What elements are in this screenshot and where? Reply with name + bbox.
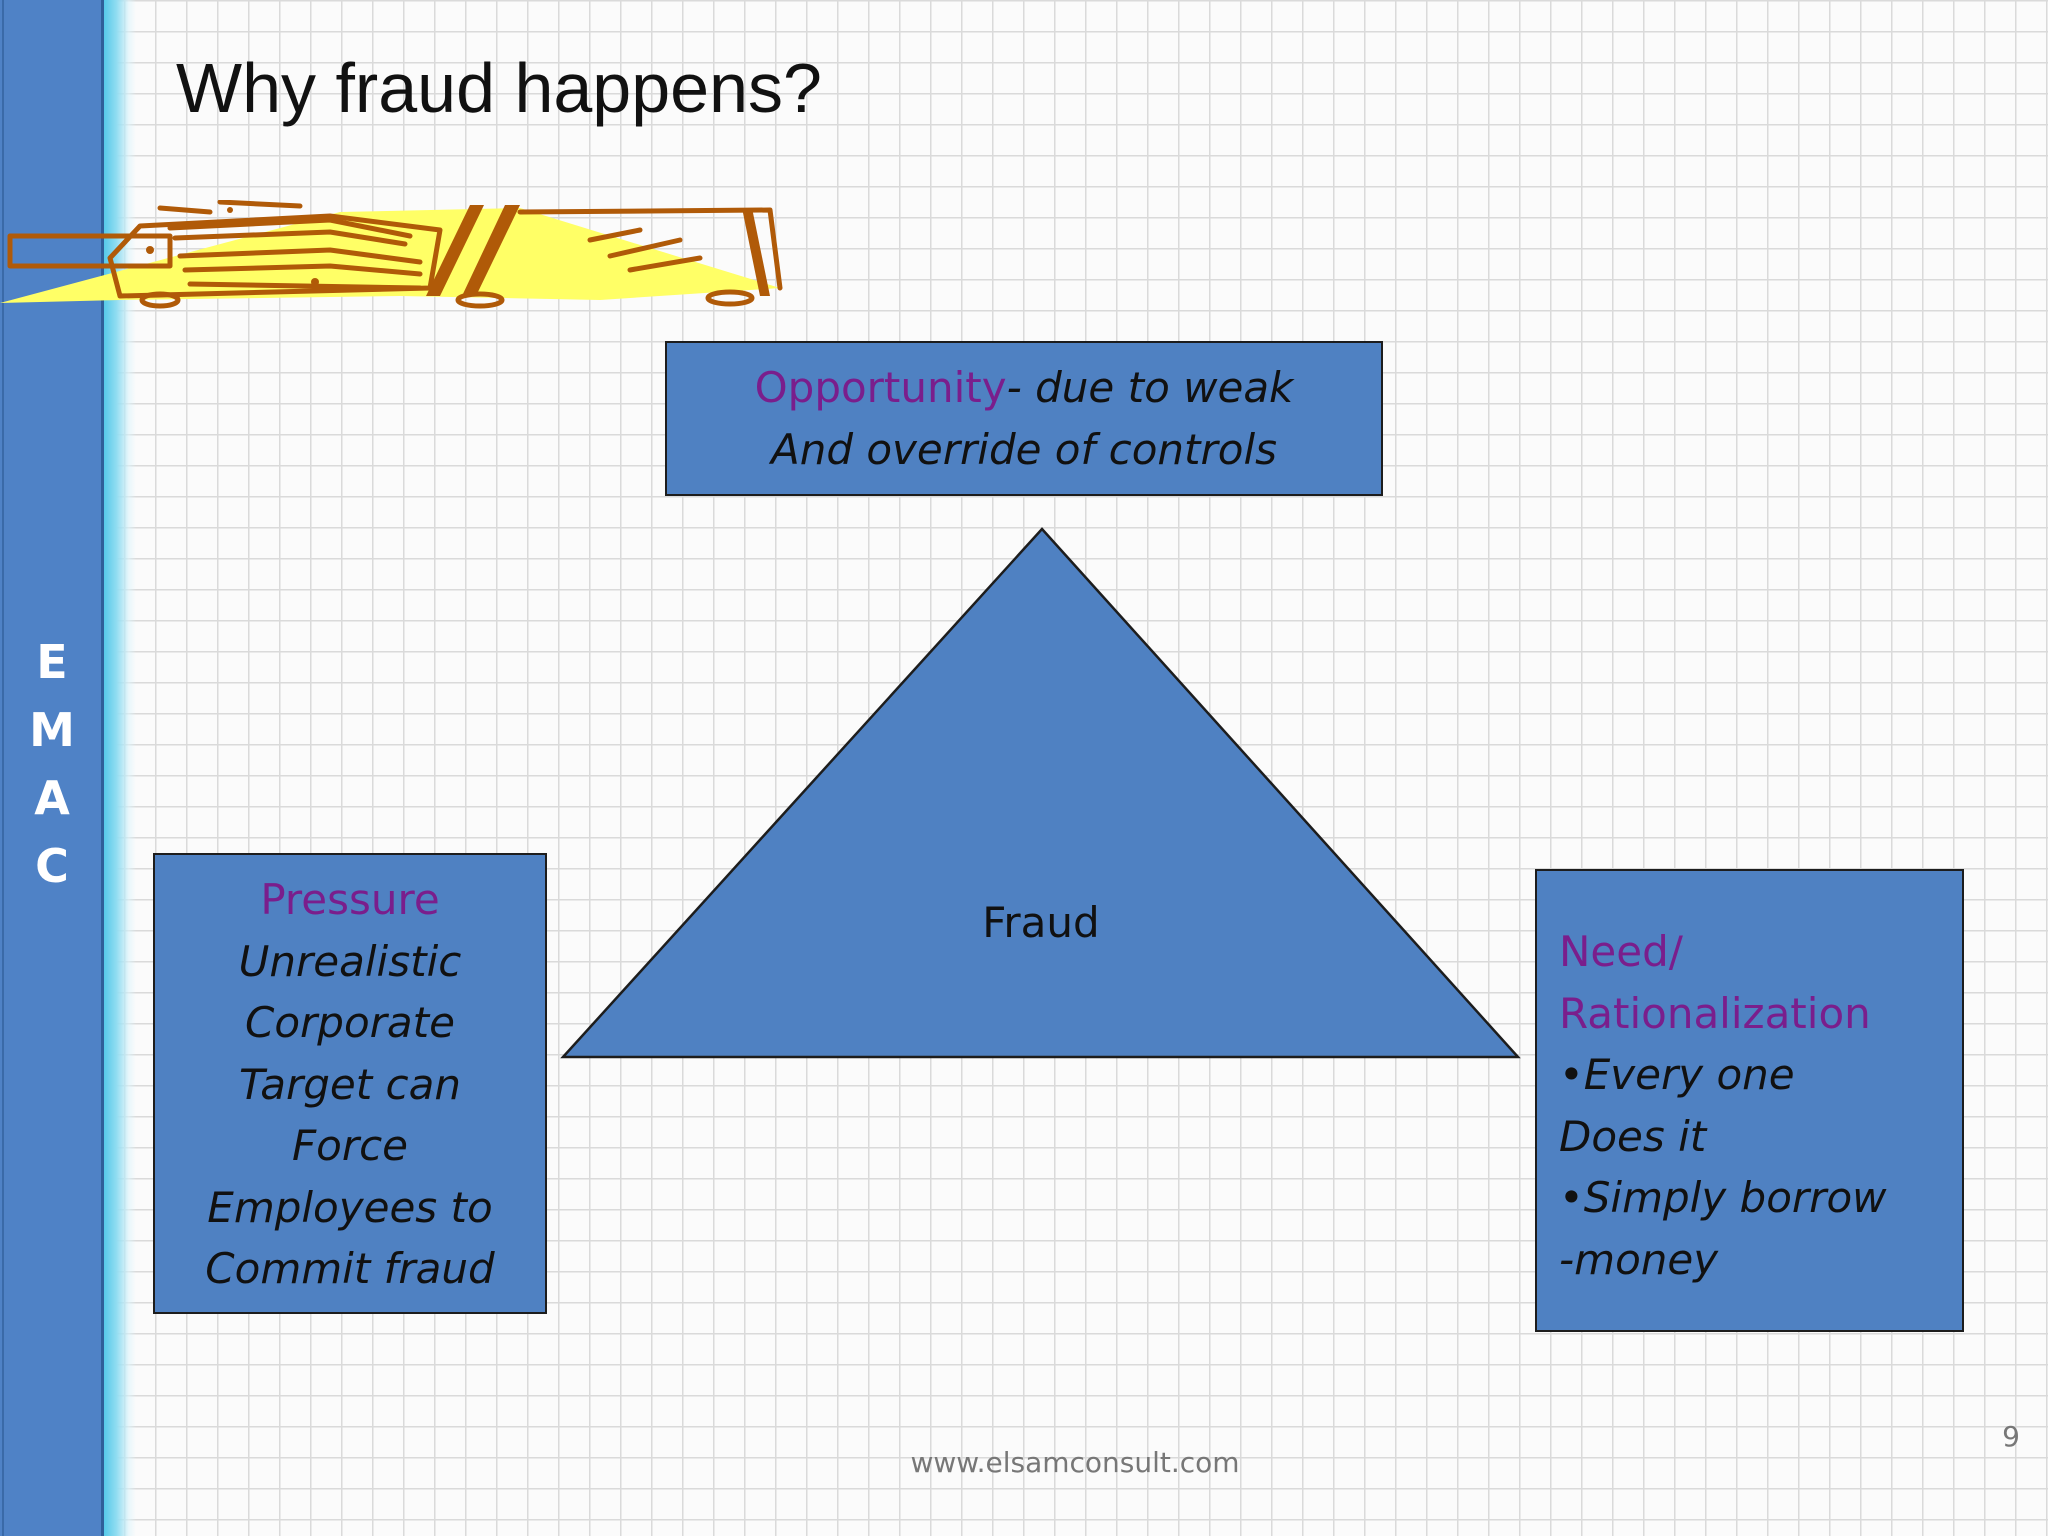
need-heading-line: Need/ [1559, 927, 1683, 976]
pressure-line: Force [291, 1121, 409, 1170]
emac-letter-e: E [36, 635, 68, 689]
need-bullet-line: -money [1559, 1234, 1719, 1284]
opportunity-line-1: Opportunity- due to weak [667, 357, 1381, 419]
emac-letter-c: C [35, 839, 69, 893]
emac-letter-m: M [29, 703, 75, 757]
side-band: E M A C [0, 0, 104, 1536]
need-bullet-line: •Simply borrow [1559, 1173, 1887, 1222]
cartoon-car-clipart-icon [0, 200, 783, 309]
need-heading-line: Rationalization [1559, 988, 1871, 1038]
opportunity-detail-2: And override of controls [770, 425, 1278, 474]
pressure-line: Target can [238, 1059, 462, 1109]
side-glow-decoration [100, 0, 136, 1536]
pressure-box: Pressure Unrealistic Corporate Target ca… [153, 853, 547, 1314]
need-bullet-line: •Every one [1559, 1050, 1795, 1099]
fraud-triangle [560, 527, 1521, 1059]
emac-letter-a: A [34, 771, 70, 825]
emac-vertical-label: E M A C [0, 628, 104, 900]
opportunity-heading: Opportunity [754, 363, 1007, 412]
fraud-label: Fraud [982, 898, 1100, 947]
pressure-heading: Pressure [260, 875, 440, 924]
footer-url: www.elsamconsult.com [910, 1446, 1240, 1479]
need-bullet-line: Does it [1559, 1111, 1707, 1161]
pressure-line: Corporate [245, 998, 455, 1047]
slide-title: Why fraud happens? [176, 49, 822, 127]
side-band-edge [2, 0, 4, 1536]
opportunity-box: Opportunity- due to weak And override of… [665, 341, 1383, 496]
pressure-line: Employees to [207, 1182, 493, 1232]
opportunity-detail-1: - due to weak [1006, 363, 1294, 412]
need-rationalization-box: Need/ Rationalization •Every one Does it… [1535, 869, 1964, 1332]
pressure-line: Commit fraud [205, 1244, 495, 1293]
page-number: 9 [2002, 1420, 2020, 1453]
pressure-line: Unrealistic [238, 936, 462, 986]
